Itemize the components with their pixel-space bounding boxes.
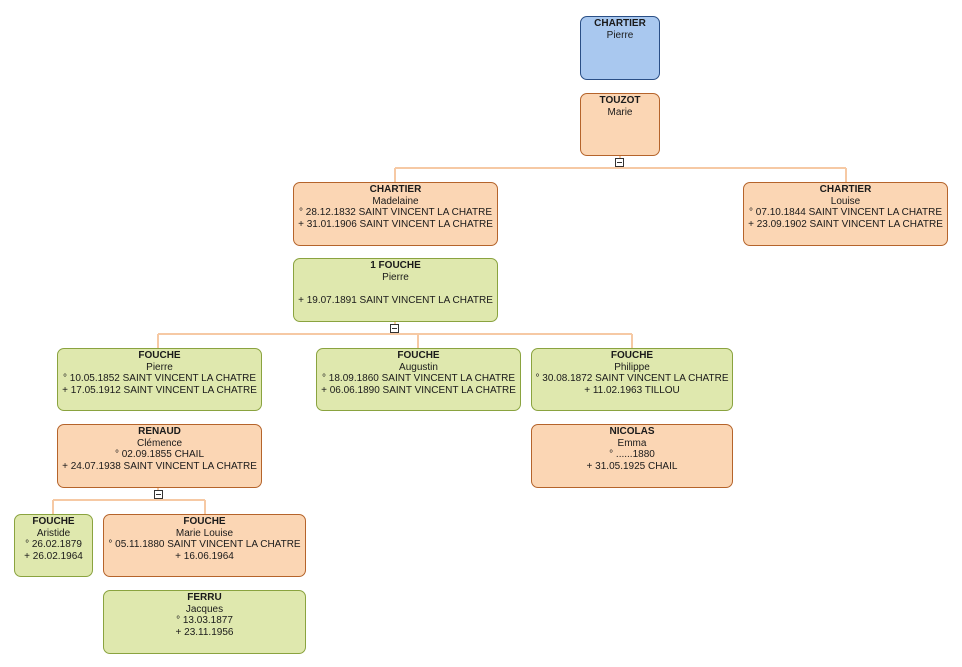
person-node[interactable]: RENAUD Clémence ° 02.09.1855 CHAIL + 24.… bbox=[57, 424, 262, 488]
death-info: + 11.02.1963 TILLOU bbox=[584, 384, 680, 396]
person-node[interactable]: CHARTIER Louise ° 07.10.1844 SAINT VINCE… bbox=[743, 182, 948, 246]
person-node[interactable]: FOUCHE Augustin ° 18.09.1860 SAINT VINCE… bbox=[316, 348, 521, 411]
death-info: + 23.09.1902 SAINT VINCENT LA CHATRE bbox=[748, 218, 943, 230]
person-node[interactable]: CHARTIER Madelaine ° 28.12.1832 SAINT VI… bbox=[293, 182, 498, 246]
surname: CHARTIER bbox=[594, 18, 646, 29]
surname: 1 FOUCHE bbox=[370, 260, 421, 271]
given-name: Pierre bbox=[382, 271, 409, 283]
given-name: Jacques bbox=[185, 603, 224, 615]
death-info: + 31.05.1925 CHAIL bbox=[586, 460, 678, 472]
surname: CHARTIER bbox=[819, 184, 872, 195]
person-node[interactable]: FERRU Jacques ° 13.03.1877 + 23.11.1956 bbox=[103, 590, 306, 654]
person-node[interactable]: 1 FOUCHE Pierre + 19.07.1891 SAINT VINCE… bbox=[293, 258, 498, 322]
birth-info: ° 18.09.1860 SAINT VINCENT LA CHATRE bbox=[322, 373, 515, 384]
collapse-toggle-icon[interactable] bbox=[615, 158, 624, 167]
person-node[interactable]: TOUZOT Marie bbox=[580, 93, 660, 156]
birth-info: ° 05.11.1880 SAINT VINCENT LA CHATRE bbox=[108, 539, 301, 550]
given-name: Aristide bbox=[36, 527, 71, 539]
person-node[interactable]: FOUCHE Aristide ° 26.02.1879 + 26.02.196… bbox=[14, 514, 93, 577]
given-name: Emma bbox=[617, 437, 647, 449]
surname: FERRU bbox=[187, 592, 222, 603]
death-info: + 16.06.1964 bbox=[175, 550, 234, 562]
given-name: Pierre bbox=[146, 361, 173, 373]
death-info: + 19.07.1891 SAINT VINCENT LA CHATRE bbox=[298, 294, 493, 306]
given-name: Louise bbox=[830, 195, 861, 207]
surname: FOUCHE bbox=[183, 516, 226, 527]
birth-info: ° 13.03.1877 bbox=[176, 615, 233, 626]
death-info: + 17.05.1912 SAINT VINCENT LA CHATRE bbox=[62, 384, 257, 396]
collapse-toggle-icon[interactable] bbox=[154, 490, 163, 499]
surname: FOUCHE bbox=[32, 516, 75, 527]
given-name: Madelaine bbox=[372, 195, 419, 207]
person-node[interactable]: FOUCHE Marie Louise ° 05.11.1880 SAINT V… bbox=[103, 514, 306, 577]
surname: FOUCHE bbox=[397, 350, 440, 361]
death-info: + 26.02.1964 bbox=[24, 550, 83, 562]
surname: NICOLAS bbox=[609, 426, 655, 437]
birth-info: ° 28.12.1832 SAINT VINCENT LA CHATRE bbox=[299, 207, 492, 218]
death-info: + 23.11.1956 bbox=[175, 626, 234, 638]
person-node[interactable]: FOUCHE Philippe ° 30.08.1872 SAINT VINCE… bbox=[531, 348, 733, 411]
given-name: Clémence bbox=[136, 437, 183, 449]
birth-info: ° 10.05.1852 SAINT VINCENT LA CHATRE bbox=[63, 373, 256, 384]
birth-info: ° 26.02.1879 bbox=[25, 539, 82, 550]
birth-info bbox=[294, 283, 497, 295]
death-info: + 31.01.1906 SAINT VINCENT LA CHATRE bbox=[298, 218, 493, 230]
surname: FOUCHE bbox=[138, 350, 181, 361]
birth-info: ° 07.10.1844 SAINT VINCENT LA CHATRE bbox=[749, 207, 942, 218]
person-node[interactable]: NICOLAS Emma ° ......1880 + 31.05.1925 C… bbox=[531, 424, 733, 488]
surname: CHARTIER bbox=[369, 184, 422, 195]
birth-info: ° ......1880 bbox=[609, 449, 655, 460]
person-node[interactable]: FOUCHE Pierre ° 10.05.1852 SAINT VINCENT… bbox=[57, 348, 262, 411]
birth-info: ° 02.09.1855 CHAIL bbox=[114, 449, 205, 460]
birth-info: ° 30.08.1872 SAINT VINCENT LA CHATRE bbox=[535, 373, 729, 384]
given-name: Marie bbox=[607, 106, 633, 118]
person-node[interactable]: CHARTIER Pierre bbox=[580, 16, 660, 80]
collapse-toggle-icon[interactable] bbox=[390, 324, 399, 333]
given-name: Marie Louise bbox=[175, 527, 234, 539]
surname: TOUZOT bbox=[599, 95, 641, 106]
given-name: Pierre bbox=[606, 29, 634, 41]
death-info: + 06.06.1890 SAINT VINCENT LA CHATRE bbox=[321, 384, 516, 396]
surname: RENAUD bbox=[138, 426, 181, 437]
given-name: Philippe bbox=[614, 361, 650, 373]
surname: FOUCHE bbox=[610, 350, 654, 361]
given-name: Augustin bbox=[399, 361, 438, 373]
death-info: + 24.07.1938 SAINT VINCENT LA CHATRE bbox=[62, 460, 257, 472]
